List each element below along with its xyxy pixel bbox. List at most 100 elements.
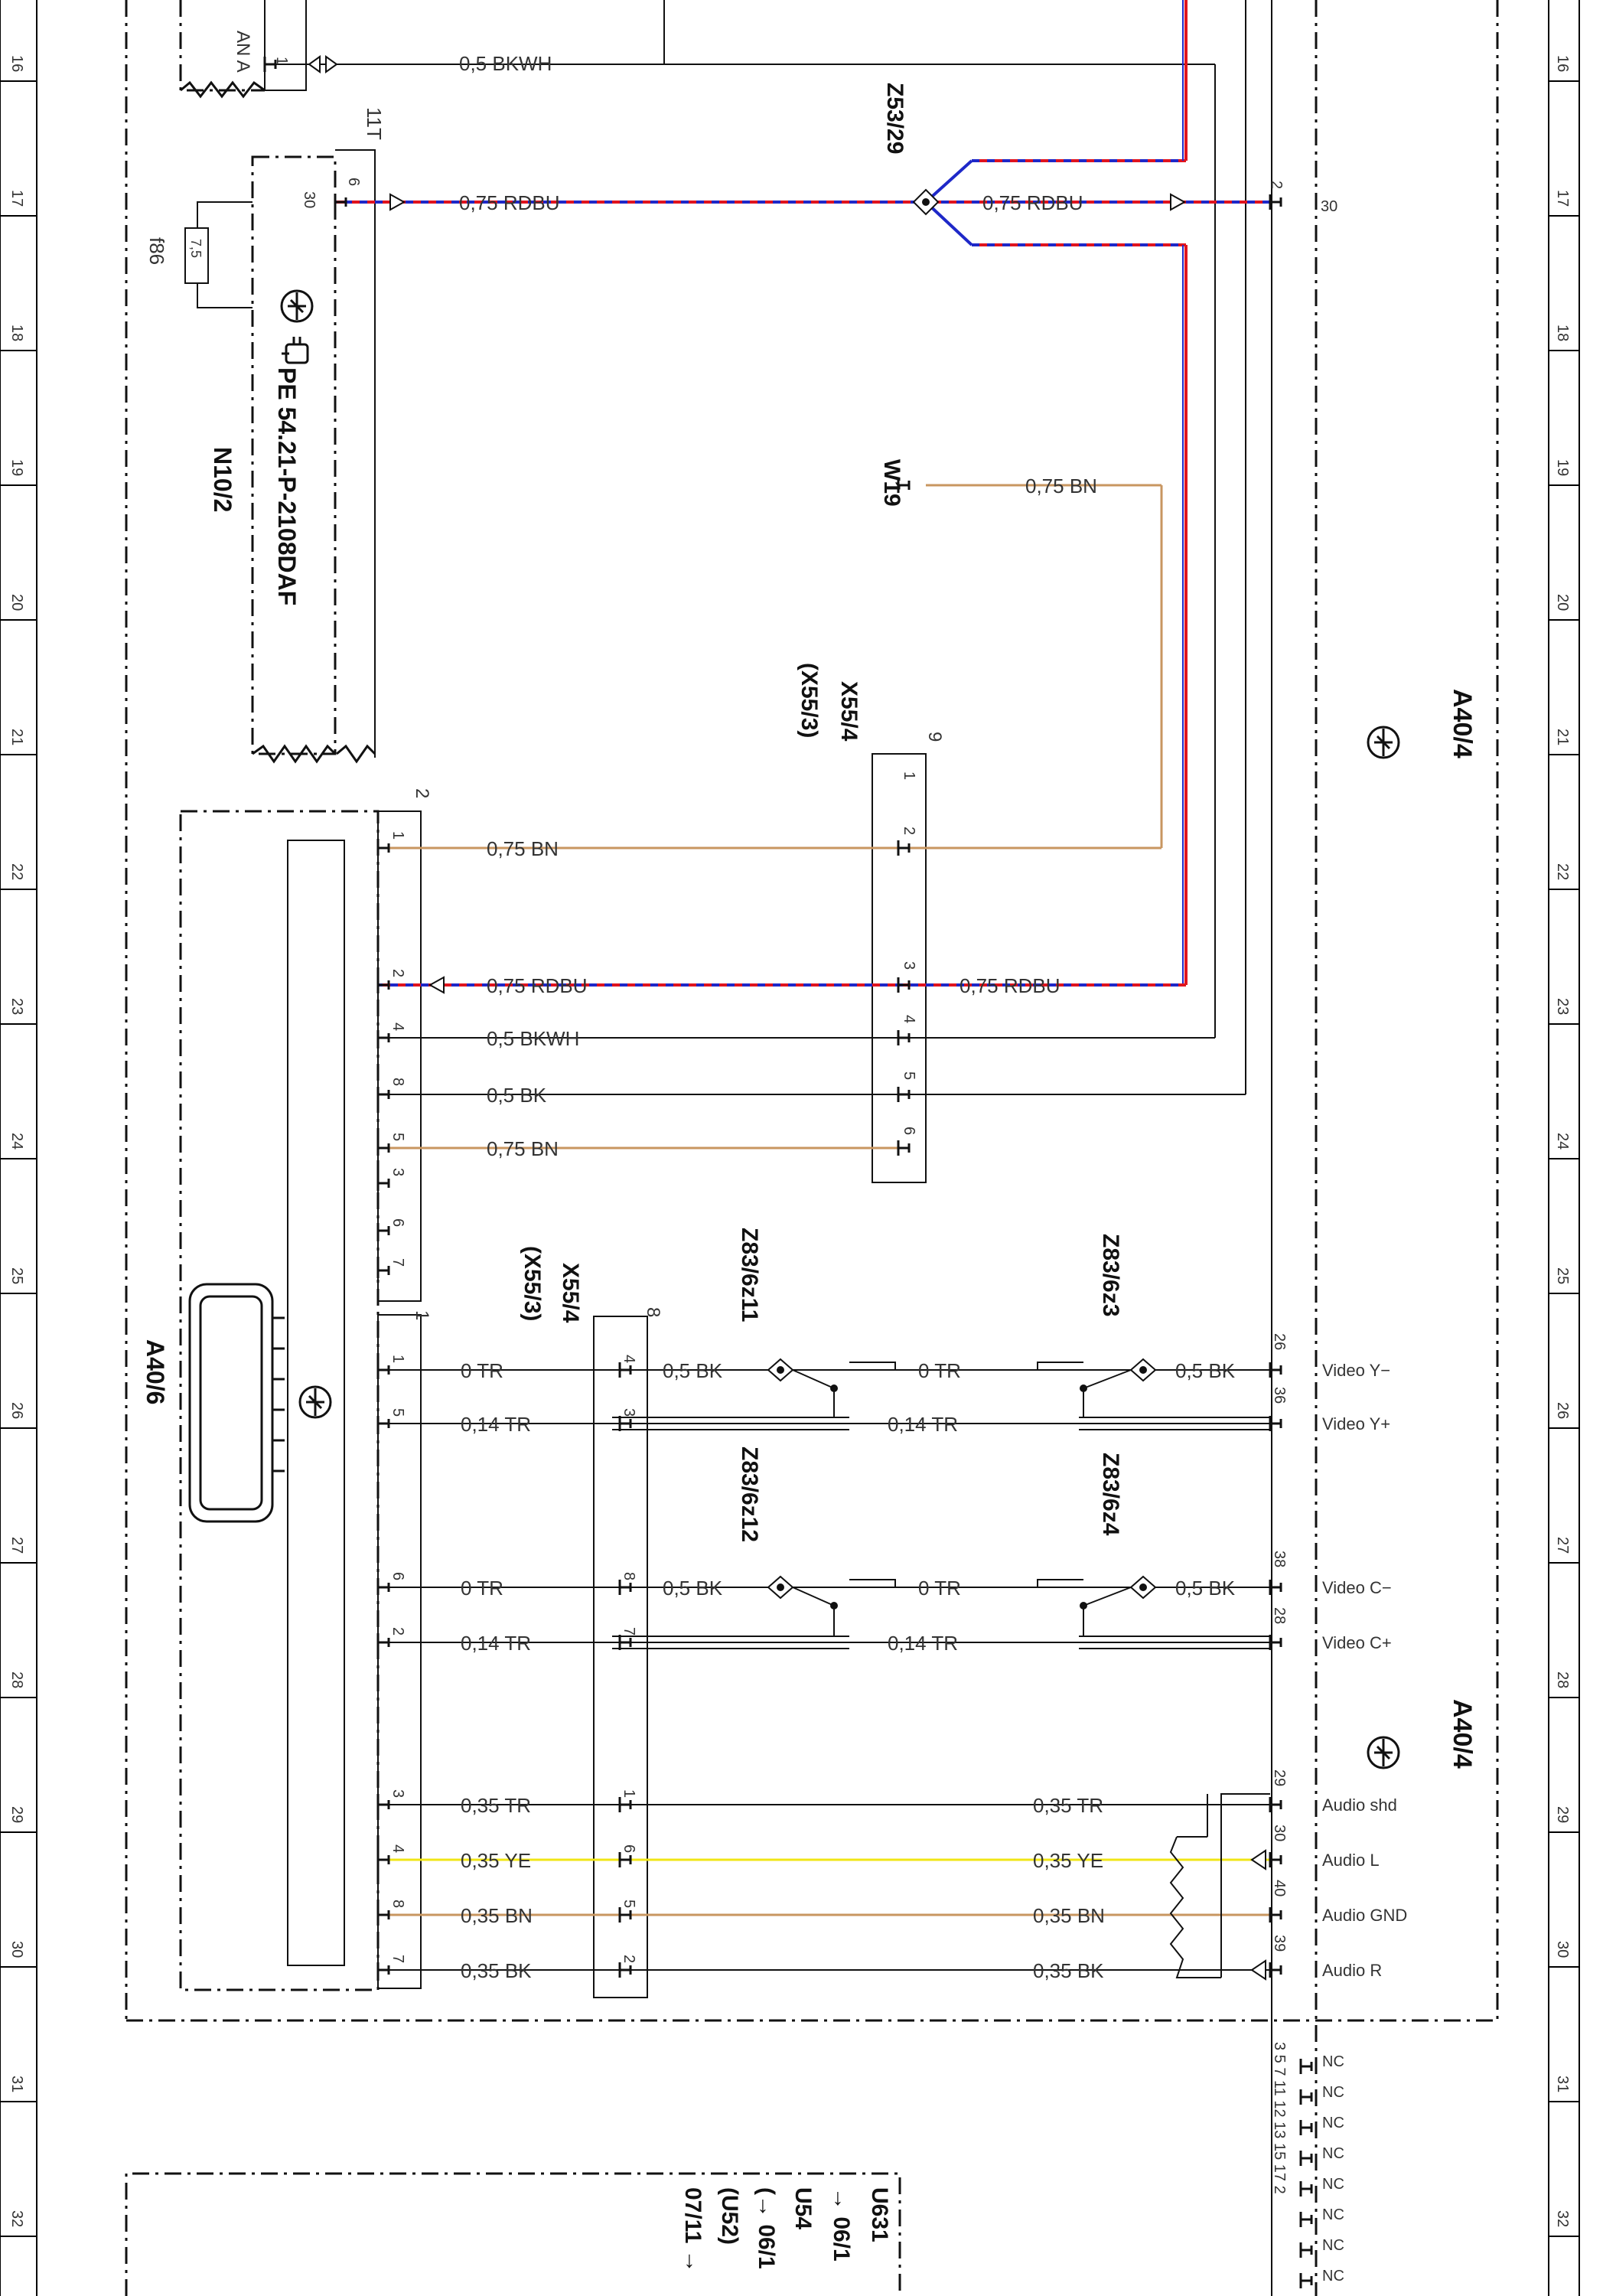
pin-label: 4 — [389, 1022, 406, 1031]
wire-label: 0,75 RDBU — [960, 974, 1060, 997]
x55-4-upper-label: X55/4 — [836, 681, 862, 742]
row-number-right: 22 — [1554, 863, 1571, 880]
a40-4-bottom-label: A40/4 — [1448, 1699, 1477, 1769]
terminal-pin — [376, 1852, 390, 1867]
n10-2-box — [251, 155, 337, 755]
row-number-right: 28 — [1554, 1671, 1571, 1688]
terminal-pin — [376, 1797, 390, 1812]
nc-label: NC — [1322, 2145, 1344, 2162]
row-number-left: 30 — [8, 1941, 25, 1958]
terminal-pin — [897, 1087, 911, 1102]
pin-label: 7 — [621, 1627, 637, 1636]
terminal-pin — [618, 1907, 632, 1923]
signal-label: Video Y− — [1322, 1361, 1390, 1380]
row-number-left: 18 — [8, 325, 25, 341]
wire-label: 0,35 YE — [1033, 1849, 1103, 1872]
nc-label: NC — [1322, 2176, 1344, 2193]
pin-label: 7 — [389, 1955, 406, 1963]
fuse-value: 7,5 — [188, 239, 204, 258]
splice-z83-6z3 — [1129, 1358, 1157, 1382]
terminal-pin — [1299, 2242, 1313, 2258]
x55-3-lower-label: (X55/3) — [520, 1246, 545, 1321]
terminal-pin — [897, 840, 911, 856]
wire-label: 0,75 RDBU — [982, 191, 1083, 214]
ground-icon — [298, 1385, 332, 1419]
wire-label: 0 TR — [461, 1359, 503, 1382]
terminal-pin — [376, 1223, 390, 1238]
wire-label: 0,35 BK — [1033, 1959, 1104, 1982]
terminal-pin — [618, 1962, 632, 1978]
splice-z53-29 — [912, 188, 940, 216]
row-ticks — [0, 80, 1579, 2237]
wire-label: 0,35 TR — [461, 1794, 531, 1817]
terminal-pin — [618, 1416, 632, 1431]
terminal-pin — [618, 1580, 632, 1595]
x55-3-upper-label: (X55/3) — [797, 663, 822, 738]
pin-label: 2 — [901, 827, 917, 835]
pin-label: 3 — [389, 1789, 406, 1798]
pin-label: 2 — [621, 1955, 637, 1963]
z83-6z4-label: Z83/6z4 — [1098, 1453, 1123, 1536]
pin-label: 3 — [901, 961, 917, 970]
terminal-pin — [897, 1030, 911, 1045]
terminal-pin — [1269, 194, 1282, 210]
ground-icon — [280, 289, 314, 323]
top-cut-label: AN A — [233, 31, 253, 73]
signal-label: Audio GND — [1322, 1906, 1407, 1925]
pin-label: 6 — [621, 1844, 637, 1853]
splice-z83-6z4 — [1129, 1575, 1157, 1600]
pin-label: 4 — [389, 1844, 406, 1853]
arrows — [308, 55, 1266, 1981]
a40-4-top-label: A40/4 — [1448, 689, 1477, 758]
terminal-pin — [376, 1635, 390, 1650]
row-number-right: 26 — [1554, 1402, 1571, 1419]
pin-label: 1 — [273, 57, 290, 65]
wire-label: 0,14 TR — [461, 1413, 531, 1436]
row-number-right: 17 — [1554, 190, 1571, 207]
pin-label: 38 — [1271, 1551, 1288, 1567]
pin-label: 26 — [1271, 1333, 1288, 1350]
terminal-pin — [1269, 1852, 1282, 1867]
terminal-pin — [1299, 2181, 1313, 2197]
terminal-pin — [897, 977, 911, 993]
terminal-pin — [376, 840, 390, 856]
n10-2-label: N10/2 — [209, 447, 236, 512]
signal-label: Audio L — [1322, 1851, 1380, 1870]
connector-11t-label: 11T — [363, 107, 386, 140]
pin-label: 5 — [389, 1133, 406, 1141]
z83-6z12-label: Z83/6z12 — [737, 1446, 762, 1542]
wire-label: 0,14 TR — [888, 1632, 958, 1655]
u54-label: U54 — [790, 2187, 816, 2229]
row-number-left: 21 — [8, 729, 25, 745]
pin-label: 8 — [389, 1078, 406, 1086]
wire-label: 0,14 TR — [888, 1413, 958, 1436]
row-grid-right — [1548, 0, 1580, 2296]
terminal-pin — [376, 1176, 390, 1191]
pin-label: 28 — [1271, 1607, 1288, 1624]
splice-z53-29-label: Z53/29 — [882, 83, 907, 154]
pin-label: 2 — [389, 1627, 406, 1636]
row-number-left: 22 — [8, 863, 25, 880]
row-number-right: 27 — [1554, 1537, 1571, 1554]
pin-label: 1 — [389, 1355, 406, 1363]
connector-2-label: 2 — [412, 788, 432, 798]
terminal-pin — [376, 1907, 390, 1923]
pin-label: 5 — [901, 1071, 917, 1080]
terminal-pin — [376, 1140, 390, 1156]
terminal-pin — [1299, 2059, 1313, 2074]
row-number-right: 31 — [1554, 2076, 1571, 2092]
pin-label: 40 — [1271, 1880, 1288, 1896]
terminal-pin — [376, 1362, 390, 1378]
terminal-pin — [1269, 1797, 1282, 1812]
pin-label: 5 — [621, 1900, 637, 1908]
terminal-pin — [618, 1635, 632, 1650]
nc-label: NC — [1322, 2115, 1344, 2131]
row-number-right: 18 — [1554, 325, 1571, 341]
connector-1-label: 1 — [412, 1310, 432, 1320]
hand-pointer-icon — [282, 337, 309, 364]
ground-icon — [1367, 726, 1400, 759]
row-number-left: 25 — [8, 1267, 25, 1284]
wire-label: 0,35 BN — [1033, 1904, 1105, 1927]
arrow-left-icon — [428, 976, 445, 994]
row-grid-left — [0, 0, 37, 2296]
